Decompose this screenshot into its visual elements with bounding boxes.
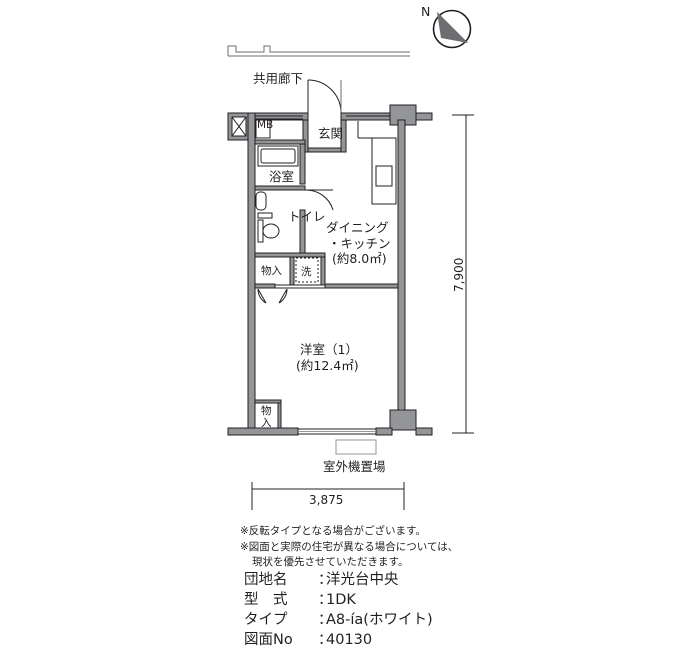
colon: ： — [318, 592, 333, 608]
colon: ： — [318, 572, 333, 588]
toilet-door — [304, 189, 334, 211]
width-dimension — [251, 482, 405, 510]
kitchen-counter — [357, 121, 397, 205]
complex-value: 洋光台中央 — [326, 572, 399, 588]
toilet-label-1: トイレ — [288, 209, 326, 224]
type-value: 1DK — [326, 592, 356, 608]
outdoor-unit-label: 室外機置場 — [323, 459, 386, 474]
storage1-label: 物入 — [261, 264, 282, 277]
corridor-outline — [227, 45, 410, 57]
bathtub — [257, 145, 299, 167]
toilet-fixtures — [255, 191, 280, 243]
storage2-label-1: 物 — [261, 404, 272, 417]
complex-key: 団地名 — [244, 572, 288, 588]
unit-info: 団地名 ： 洋光台中央 型 式 ： 1DK タイプ ： A8-ía(ホワイト) … — [244, 570, 433, 650]
windows — [255, 115, 402, 435]
bath-label: 浴室 — [269, 169, 294, 184]
colon: ： — [318, 612, 333, 628]
info-type: 型 式 ： 1DK — [244, 590, 433, 610]
colon: ： — [318, 632, 333, 648]
notes: ※反転タイプとなる場合がございます。 ※図面と実際の住宅が異なる場合については、… — [240, 524, 458, 571]
entrance-label: 玄関 — [318, 126, 343, 141]
corridor-label: 共用廊下 — [253, 71, 303, 86]
storage2-label-2: 入 — [261, 417, 272, 429]
western-area: (約12.4㎡) — [296, 358, 359, 373]
mb-box: MB — [231, 116, 273, 139]
info-complex: 団地名 ： 洋光台中央 — [244, 570, 433, 590]
outdoor-unit-pad — [335, 439, 377, 455]
type-key: 型 式 — [244, 592, 288, 608]
depth-dimension — [452, 114, 474, 434]
depth-label: 7,900 — [452, 258, 466, 292]
subtype-value: A8-ía(ホワイト) — [326, 612, 433, 628]
drawing-key: 図面No — [244, 632, 293, 648]
dk-area: (約8.0㎡) — [332, 251, 387, 266]
info-subtype: タイプ ： A8-ía(ホワイト) — [244, 610, 433, 630]
laundry-label: 洗 — [301, 266, 312, 278]
laundry-pan: 洗 — [295, 257, 319, 283]
drawing-value: 40130 — [326, 632, 373, 648]
dk-label-1: ダイニング — [326, 220, 389, 235]
western-name: 洋室（1） — [300, 342, 358, 357]
mb-label: MB — [257, 119, 273, 131]
entrance-door — [307, 79, 342, 114]
note-1: ※反転タイプとなる場合がございます。 — [240, 525, 426, 537]
north-arrow-icon: N — [421, 4, 472, 49]
note-2: ※図面と実際の住宅が異なる場合については、 — [240, 540, 459, 553]
dk-label-2: ・キッチン — [328, 236, 391, 251]
subtype-key: タイプ — [244, 612, 288, 628]
info-drawing: 図面No ： 40130 — [244, 630, 433, 650]
width-label: 3,875 — [309, 493, 343, 507]
storage-door — [257, 288, 288, 304]
north-label: N — [421, 4, 430, 19]
note-3: 現状を優先させていただきます。 — [252, 556, 409, 568]
